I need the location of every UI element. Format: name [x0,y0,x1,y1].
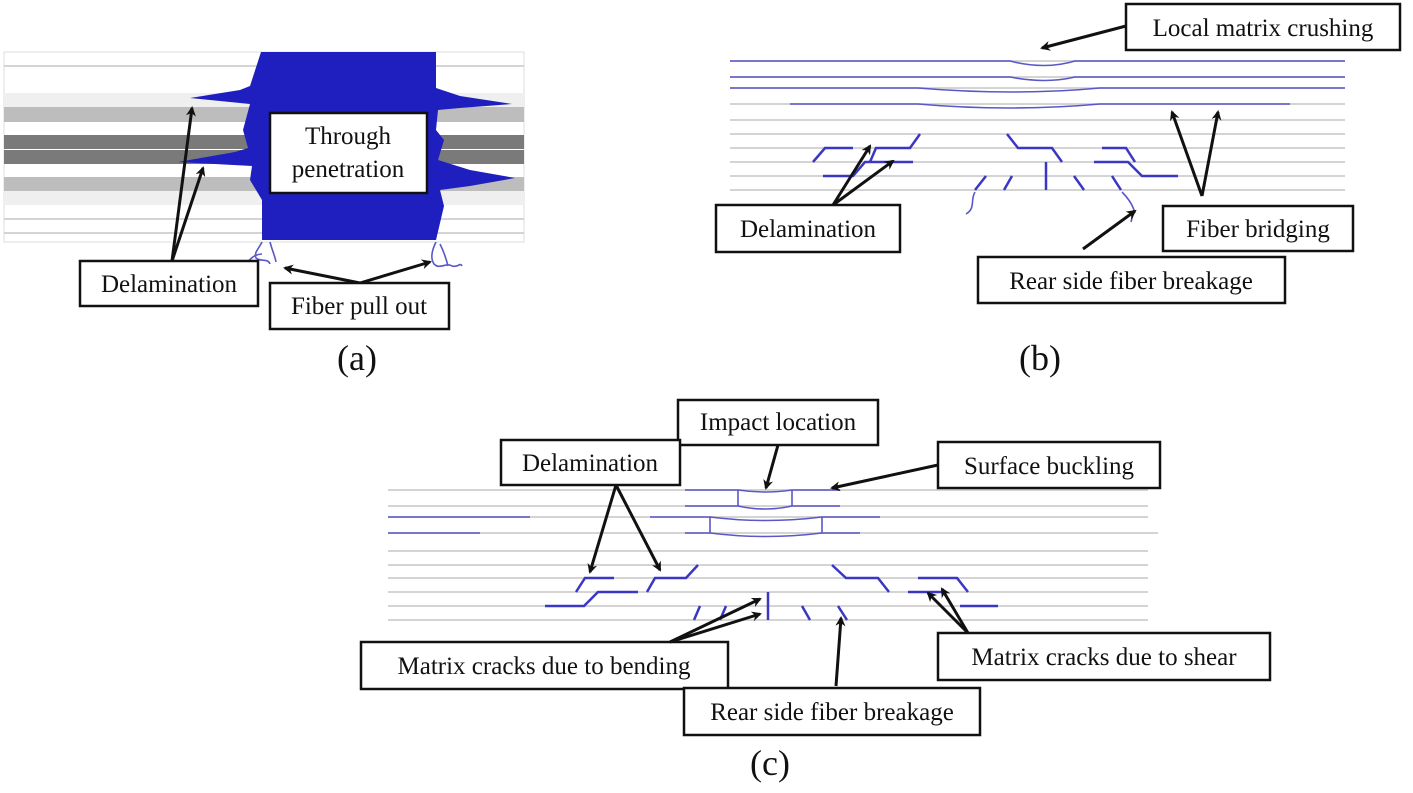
rear-side-fiber-breakage-arrow-c [834,616,846,687]
delamination-arrows-b [831,144,895,207]
delamination-arrows-c [587,484,662,574]
matrix-cracks-bending-arrows [669,597,762,644]
fiber-bridging-label: Fiber bridging [1186,216,1330,243]
fiber-pull-out-label: Fiber pull out [291,293,427,320]
through-penetration-label-1: Through [305,123,392,150]
delamination-arrows-a [170,106,206,262]
delamination-cracks-c [545,564,998,621]
fiber-pull-out-arrows [283,259,432,285]
fiber-bridging-arrows [1169,110,1222,197]
caption-b: (b) [1019,338,1061,378]
panel-c: Impact location Delamination Surface buc… [359,398,1272,783]
caption-a: (a) [337,338,377,378]
delamination-box-b [714,203,902,254]
delamination-box-c [499,438,682,487]
local-matrix-crushing-label: Local matrix crushing [1153,15,1374,42]
surface-buckling-arrow [830,463,939,492]
matrix-cracks-bending-label: Matrix cracks due to bending [398,653,691,680]
fiber-bridging-box [1161,204,1355,253]
rear-side-fiber-breakage-label-b: Rear side fiber breakage [1009,268,1253,295]
through-penetration-box [268,111,429,195]
matrix-cracks-shear-arrows [926,587,970,635]
delamination-label-a: Delamination [101,271,238,298]
surface-buckling-c [388,489,880,538]
impact-location-box [676,398,880,447]
matrix-cracks-shear-box [936,631,1272,682]
delamination-label-c: Delamination [522,450,659,477]
panel-b: Local matrix crushing Delamination Fiber… [714,2,1402,378]
delamination-label-b: Delamination [740,216,877,243]
local-matrix-crushing-arrow [1040,24,1127,51]
surface-buckling-label: Surface buckling [964,453,1135,480]
matrix-cracks-shear-label: Matrix cracks due to shear [971,644,1237,671]
surface-buckling-box [936,440,1162,490]
rear-side-fiber-breakage-arrow-b [1082,209,1137,251]
crushing-curves-b [730,60,1345,109]
fiber-pull-out-box [268,281,451,331]
rear-side-fiber-breakage-box-c [682,686,982,737]
caption-c: (c) [750,743,790,783]
through-penetration-label-2: penetration [292,156,405,183]
panel-a: Through penetration Delamination Fiber p… [3,51,525,378]
delamination-cracks-b [812,133,1178,223]
impact-location-arrow [763,444,780,490]
impact-location-label: Impact location [700,409,857,436]
rear-side-fiber-breakage-label-c: Rear side fiber breakage [710,699,954,726]
delamination-box-a [78,259,260,308]
rear-side-fiber-breakage-box-b [976,255,1287,305]
local-matrix-crushing-box [1124,2,1402,52]
matrix-cracks-bending-box [359,640,730,691]
